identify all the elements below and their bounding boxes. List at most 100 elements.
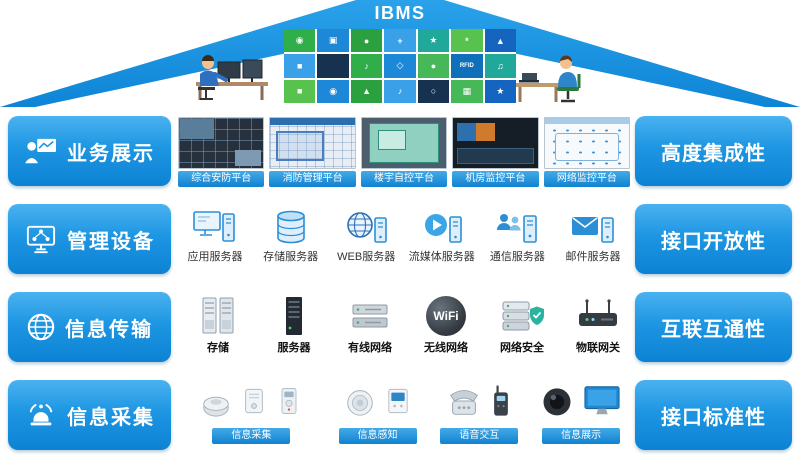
server-list: 应用服务器 存储服务器 [178,202,630,284]
right-pill-text: 互联互通性 [661,318,766,341]
left-pill-text: 信息传输 [65,318,153,341]
collection-icons [329,383,427,425]
dashboard-tile: + [384,29,416,53]
dashboard-tile: ◉ [284,29,316,53]
left-pill-text: 业务展示 [67,142,155,165]
right-pill-text: 接口开放性 [661,230,766,253]
dashboard-tile: ♫ [484,54,516,78]
network-item: 有线网络 [334,295,406,371]
collection-label: 语音交互 [440,428,519,444]
dashboard-tile: ◇ [384,54,416,78]
platform-label: 网络监控平台 [543,171,631,187]
left-pill-text: 管理设备 [67,230,155,253]
control-panel-icon [383,382,413,425]
label-open-interface: 接口开放性 [635,204,792,274]
right-pill-text: 接口标准性 [661,406,766,429]
label-info-transmission: 信息传输 [8,292,171,362]
building-automation-thumbnail [360,117,448,169]
platform-label: 综合安防平台 [178,171,265,187]
ibms-title: IBMS [374,3,426,23]
network-item: 存储 [182,295,254,371]
label-managed-devices: 管理设备 [8,204,171,274]
dashboard-tile: ★ [417,29,450,53]
roof: IBMS ◉▣●+★*▲■♪◇●RFID♫■◉▲♪○▦★ [0,0,800,107]
label-interconnectivity: 互联互通性 [635,292,792,362]
security-platform-thumbnail [178,117,265,169]
monitor-flowchart-icon [24,224,58,254]
collection-label: 信息采集 [212,428,291,444]
dashboard-tile: * [451,29,483,53]
storage-cabinet-icon [182,295,254,337]
server-label: 应用服务器 [187,251,243,263]
dome-camera-icon [539,382,575,425]
dashboard-tile: ■ [284,79,316,103]
platform-item: 机房监控平台 [452,117,539,193]
platform-label: 楼宇自控平台 [360,171,448,187]
label-high-integration: 高度集成性 [635,116,792,186]
band-info-transmission: 信息传输 存储 [0,290,800,366]
server-item: WEB服务器 [329,208,403,284]
server-label: 存储服务器 [263,251,319,263]
collection-group: 信息展示 [532,383,630,459]
band-managed-devices: 管理设备 应用服务器 [0,202,800,278]
dashboard-tile: ★ [484,79,516,103]
iot-gateway-router-icon [562,295,634,337]
dashboard-tile: ▲ [484,29,516,53]
network-item: 服务器 [258,295,330,371]
dashboard-tile: ▲ [350,79,383,103]
fire-platform-thumbnail [269,117,356,169]
presenter-chart-icon [24,136,58,166]
card-reader-icon [275,382,303,425]
operator-left-illustration [190,42,278,109]
security-shield-icon [486,295,558,337]
platform-item: 网络监控平台 [543,117,631,193]
network-item: 网络安全 [486,295,558,371]
web-globe-server-icon [329,208,403,246]
server-label: WEB服务器 [337,251,396,263]
server-label: 通信服务器 [489,251,545,263]
network-label: 有线网络 [348,342,392,354]
network-label: 网络安全 [500,342,544,354]
collection-group: 语音交互 [430,383,528,459]
network-label: 存储 [207,342,229,354]
network-equipment-list: 存储 服务器 [178,290,638,371]
ceiling-detector-icon [343,382,377,425]
network-monitor-thumbnail [543,117,631,169]
operator-right-illustration [514,46,586,109]
right-pill-text: 高度集成性 [661,142,766,165]
machine-room-thumbnail [452,117,539,169]
dashboard-tiles: ◉▣●+★*▲■♪◇●RFID♫■◉▲♪○▦★ [284,29,516,103]
wifi-ball-icon: WiFi [410,295,482,337]
smoke-detector-icon [199,382,233,425]
storage-database-icon [254,208,328,246]
server-item: 存储服务器 [254,208,328,284]
network-label: 物联网关 [576,342,620,354]
band-business-display: 业务展示 综合安防平台 消防管理平台 楼宇自控平台 机房监控平台 网络监控平台 [0,114,800,190]
collection-group: 信息感知 [329,383,427,459]
dashboard-tile: ♪ [384,79,416,103]
platform-item: 消防管理平台 [269,117,356,193]
sensor-waves-icon [24,400,58,430]
dashboard-tile: ● [350,29,383,53]
network-item: WiFi 无线网络 [410,295,482,371]
collection-label: 信息展示 [542,428,621,444]
label-business-display: 业务展示 [8,116,171,186]
collection-icons [532,383,630,425]
globe-icon [26,312,56,342]
network-label: 服务器 [277,342,311,354]
dashboard-tile [317,54,349,78]
server-item: 应用服务器 [178,208,252,284]
platform-item: 楼宇自控平台 [360,117,448,193]
streaming-play-icon [405,208,479,246]
platform-screenshots: 综合安防平台 消防管理平台 楼宇自控平台 机房监控平台 网络监控平台 [178,114,631,193]
dashboard-tile: ▦ [451,79,483,103]
mail-envelope-icon [556,208,630,246]
collection-devices: 信息采集 [178,378,630,459]
dashboard-tile: ♪ [350,54,383,78]
label-interface-standard: 接口标准性 [635,380,792,450]
network-label: 无线网络 [424,342,468,354]
server-label: 邮件服务器 [565,251,621,263]
collection-group: 信息采集 [178,383,325,459]
wired-switch-icon [334,295,406,337]
